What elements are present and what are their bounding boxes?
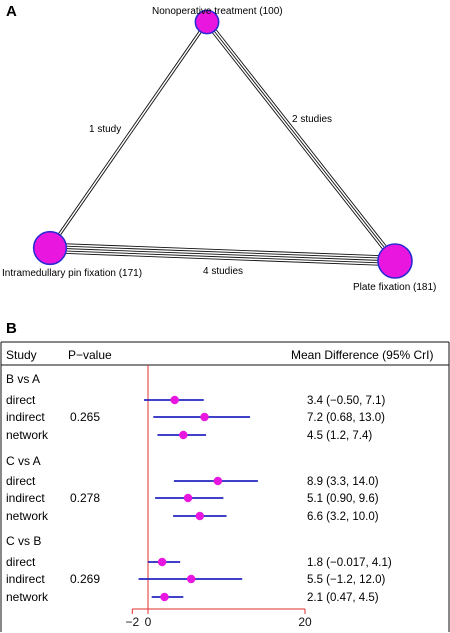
group-title-ca: C vs A — [6, 454, 41, 468]
node-a — [194, 9, 220, 35]
ci-text: 1.8 (−0.017, 4.1) — [307, 557, 392, 569]
pvalue-ca: 0.278 — [70, 491, 100, 505]
pvalue-cb: 0.269 — [70, 572, 100, 586]
edge-line-bc — [49, 252, 395, 267]
node-label-c: Plate fixation (181) — [353, 282, 436, 293]
group-title-ba: B vs A — [6, 372, 40, 386]
network-edges — [48, 20, 398, 267]
node-label-a: Nonoperative treatment (100) — [152, 6, 283, 17]
ci-text: 7.2 (0.68, 13.0) — [307, 412, 385, 424]
node-b — [32, 230, 68, 266]
edge-line-bc — [50, 245, 396, 260]
edge-label-ac: 2 studies — [292, 114, 332, 125]
header-pvalue: P−value — [68, 348, 112, 362]
x-tick-label: 0 — [145, 615, 152, 629]
row-label: indirect — [6, 491, 45, 505]
point-estimate — [157, 557, 167, 567]
ci-text: 4.5 (1.2, 7.4) — [307, 430, 372, 442]
row-label: direct — [6, 474, 36, 488]
panel-b-label: B — [6, 320, 17, 337]
row-label: indirect — [6, 410, 45, 424]
node-label-b: Intramedullary pin fixation (171) — [2, 268, 142, 279]
header-study: Study — [6, 348, 37, 362]
forest-marks — [138, 395, 258, 602]
row-label: indirect — [6, 572, 45, 586]
pvalue-ba: 0.265 — [70, 410, 100, 424]
point-estimate — [170, 395, 179, 405]
edge-label-ab: 1 study — [89, 124, 121, 135]
ci-text: 8.9 (3.3, 14.0) — [307, 476, 379, 488]
panel-a-label: A — [6, 3, 17, 20]
edge-line-ac — [206, 21, 396, 262]
ci-text: 6.6 (3.2, 10.0) — [307, 511, 379, 523]
edge-line-ab — [50, 22, 209, 249]
edge-line-ac — [204, 23, 394, 263]
ci-text: 5.5 (−1.2, 12.0) — [307, 574, 385, 586]
group-title-cb: C vs B — [6, 534, 41, 548]
edge-line-bc — [49, 249, 395, 264]
network-nodes — [32, 9, 413, 279]
edge-label-bc: 4 studies — [203, 266, 243, 277]
point-estimate — [213, 476, 223, 486]
node-c — [377, 243, 413, 279]
edge-line-bc — [49, 247, 396, 262]
edge-line-ab — [48, 21, 207, 248]
header-effect: Mean Difference (95% CrI) — [291, 348, 434, 362]
edge-line-ac — [208, 20, 398, 260]
row-label: network — [6, 428, 49, 442]
point-estimate — [200, 412, 209, 422]
ci-text: 3.4 (−0.50, 7.1) — [307, 395, 385, 407]
point-estimate — [160, 592, 169, 602]
point-estimate — [183, 493, 193, 503]
forest-axis: −2 0 20 — [125, 365, 312, 629]
point-estimate — [179, 430, 188, 440]
row-label: direct — [6, 393, 36, 407]
ci-text: 2.1 (0.47, 4.5) — [307, 592, 379, 604]
point-estimate — [186, 574, 196, 584]
x-tick-label: 20 — [298, 615, 312, 629]
row-label: network — [6, 509, 49, 523]
point-estimate — [195, 511, 205, 521]
row-label: network — [6, 590, 49, 604]
ci-text: 5.1 (0.90, 9.6) — [307, 493, 379, 505]
x-tick-label: −2 — [125, 615, 139, 629]
row-label: direct — [6, 555, 36, 569]
edge-line-bc — [50, 242, 396, 257]
